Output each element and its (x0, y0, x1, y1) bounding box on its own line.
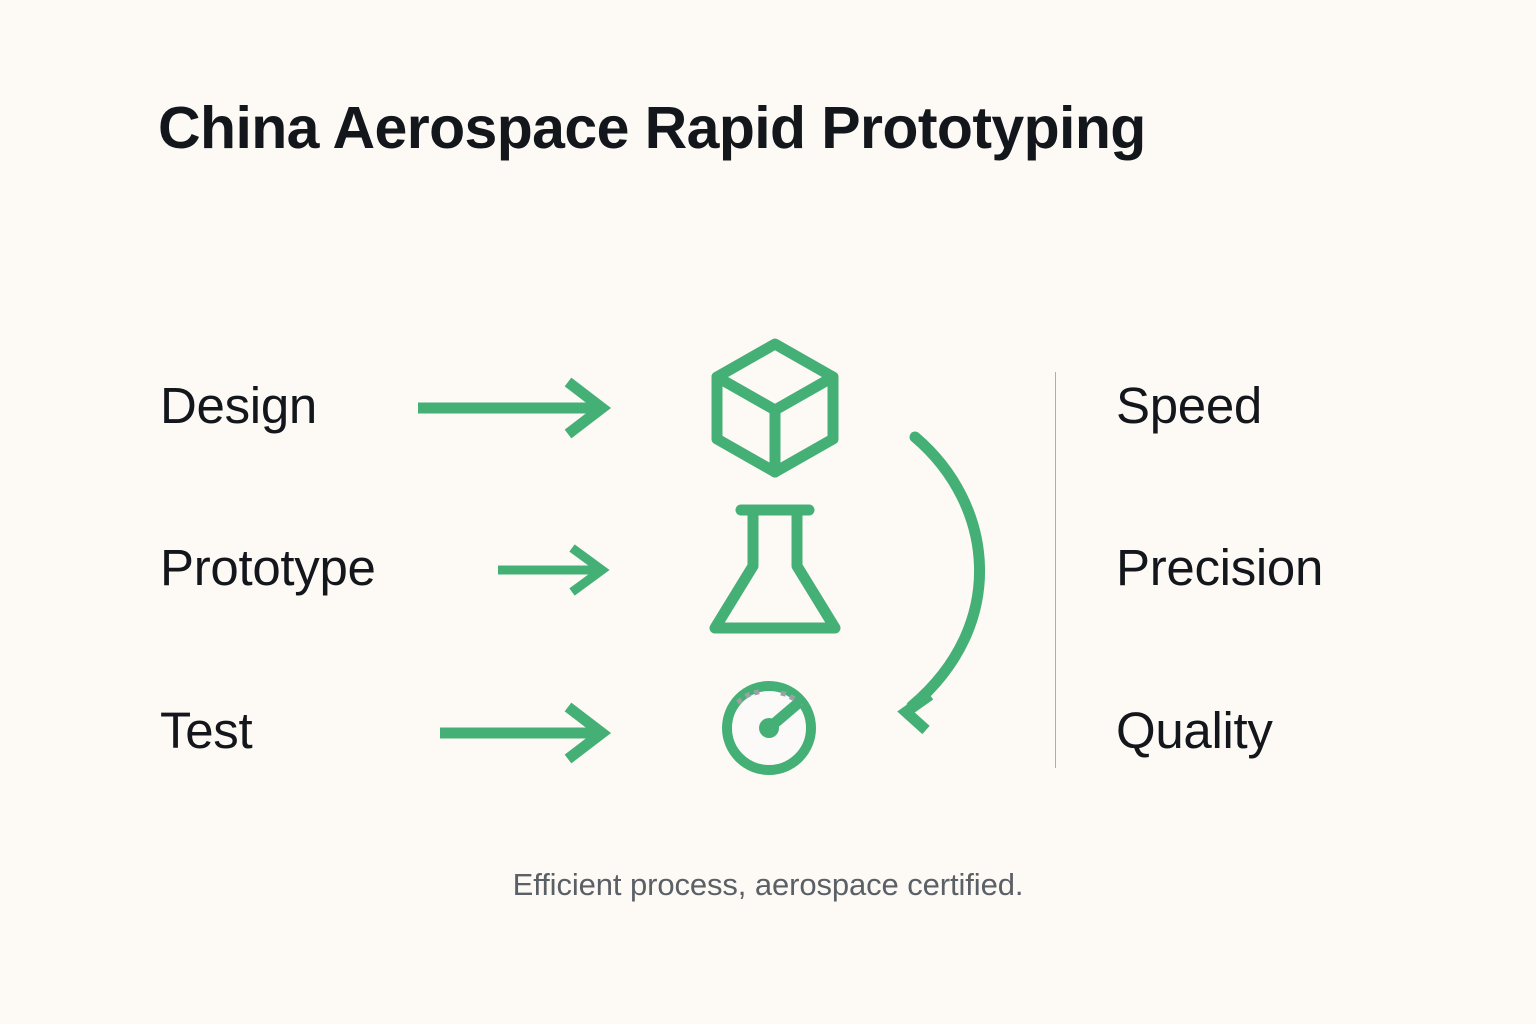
process-row: Design Speed (0, 330, 1536, 486)
arrow-right-icon (400, 538, 620, 602)
arrow-right-icon (400, 701, 620, 765)
flask-icon (690, 494, 860, 646)
step-label-design: Design (160, 377, 317, 434)
process-stage: Design Speed Prototype (0, 330, 1536, 800)
arrow-right-icon (400, 376, 620, 440)
process-row: Test (0, 655, 1536, 811)
step-label-test: Test (160, 702, 253, 759)
benefit-label-speed: Speed (1116, 377, 1262, 434)
page-title: China Aerospace Rapid Prototyping (158, 95, 1146, 161)
caption-text: Efficient process, aerospace certified. (512, 867, 1024, 902)
benefit-label-precision: Precision (1116, 539, 1324, 596)
gauge-icon (690, 657, 860, 809)
step-label-prototype: Prototype (160, 539, 376, 596)
curved-arrow-down-icon (860, 410, 1050, 740)
benefit-label-quality: Quality (1116, 702, 1273, 759)
process-row: Prototype Precision (0, 492, 1536, 648)
vertical-divider (1055, 372, 1056, 768)
cube-icon (690, 332, 860, 484)
